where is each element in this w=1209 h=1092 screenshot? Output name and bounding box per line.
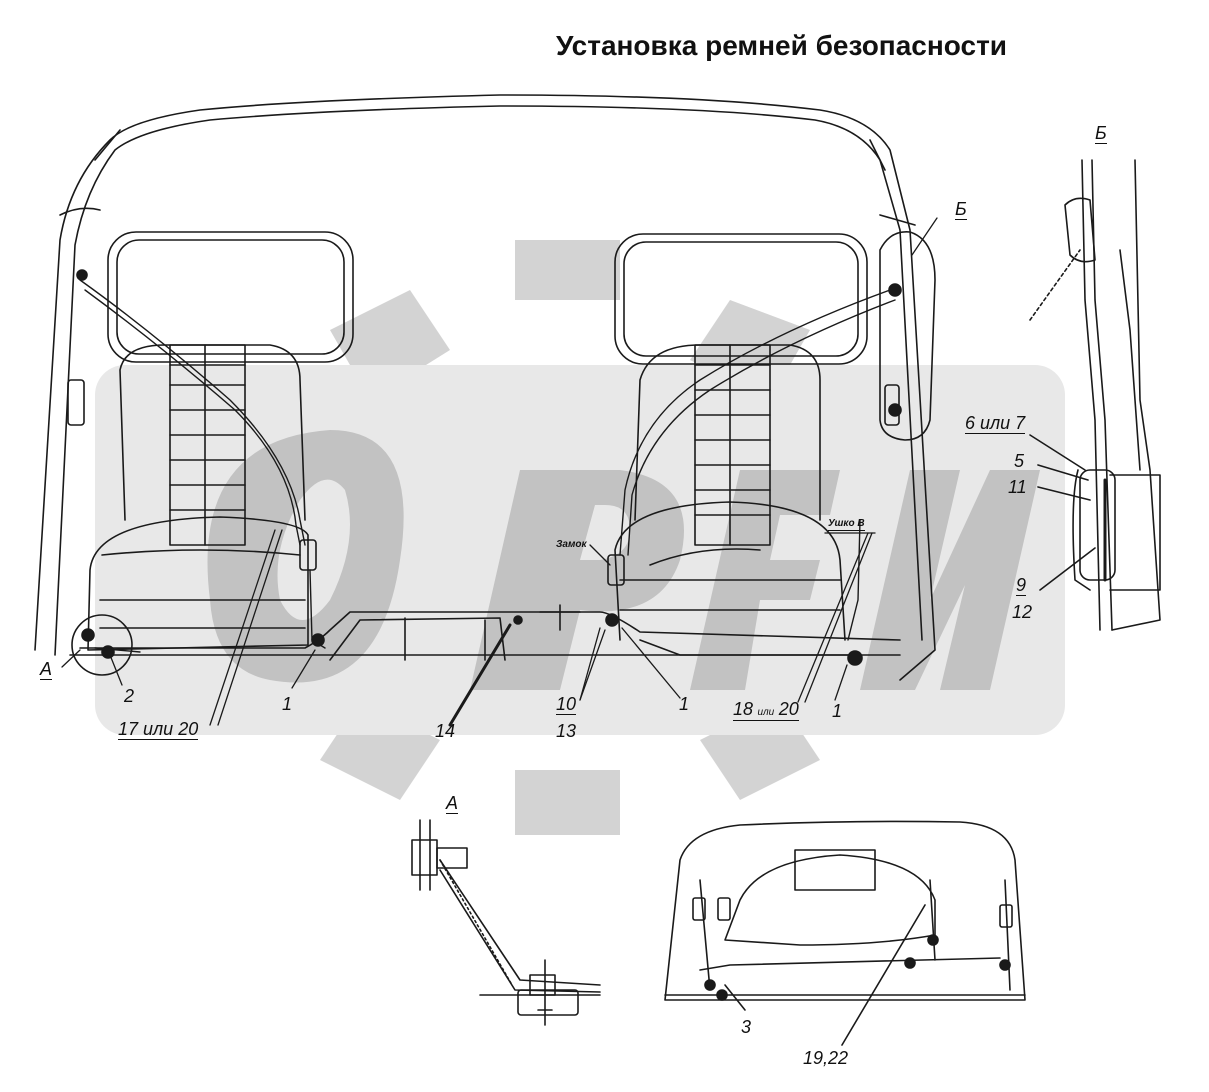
callout-13: 13 — [556, 721, 577, 741]
seatbelt-webbing — [79, 279, 896, 653]
seat-right — [614, 344, 846, 641]
detail-lower-anchors — [704, 934, 1011, 1001]
view-a-circle — [71, 614, 133, 676]
side-view-b — [1029, 159, 1161, 631]
detail-b-title: Б — [1095, 123, 1107, 144]
detail-a-title: А — [446, 793, 459, 814]
callout-14: 14 — [435, 721, 456, 741]
seat-left — [87, 344, 309, 651]
callout-1-mid: 1 — [679, 694, 690, 714]
callout-11: 11 — [1008, 477, 1027, 497]
callout-1-right: 1 — [832, 701, 843, 721]
callout-1-left: 1 — [282, 694, 293, 714]
floor-rails — [69, 604, 901, 661]
detail-lower-cab — [664, 820, 1026, 1046]
callout-6-or-7: 6 или 7 — [965, 413, 1026, 434]
cab-outline — [34, 94, 936, 681]
callout-2: 2 — [124, 686, 135, 706]
callout-17-or-20: 17 или 20 — [118, 719, 199, 740]
callout-3: 3 — [741, 1017, 752, 1037]
buckles — [67, 379, 900, 586]
page-title: Установка ремней безопасности — [556, 30, 1007, 61]
view-b-circle — [879, 231, 936, 441]
callout-5: 5 — [1014, 451, 1025, 471]
callout-20: 20 — [778, 699, 799, 719]
anchor-points — [76, 269, 902, 666]
callout-view-a: А — [40, 659, 53, 680]
callout-zamok: Замок — [556, 539, 587, 550]
callout-18: 18 — [733, 699, 754, 719]
window-left — [107, 231, 354, 363]
callout-ushko: Ушко В — [828, 518, 865, 531]
callout-12: 12 — [1012, 602, 1033, 622]
callout-view-b: Б — [955, 199, 967, 220]
callout-9: 9 — [1016, 575, 1027, 596]
callout-18-or-20: 18 или 20 — [733, 700, 799, 721]
callout-19-22: 19,22 — [803, 1048, 849, 1068]
callout-10: 10 — [556, 694, 577, 715]
callout-or: или — [757, 707, 775, 718]
detail-a — [411, 819, 601, 1026]
leader-lines — [61, 217, 938, 727]
